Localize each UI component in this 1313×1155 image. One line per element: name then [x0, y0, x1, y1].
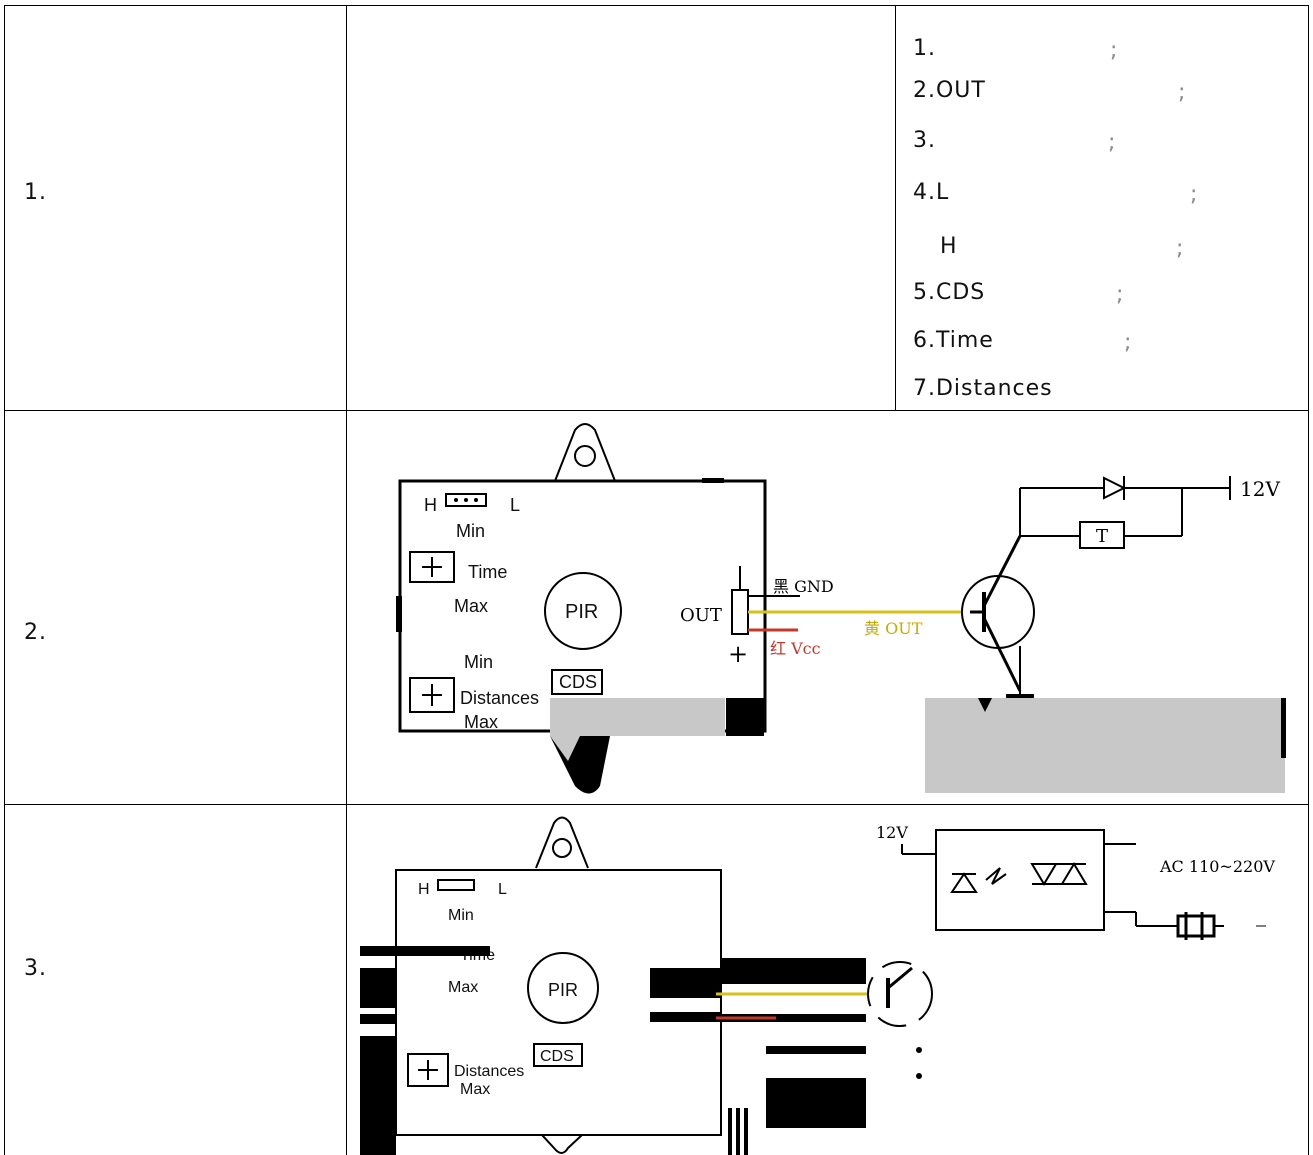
out-label: OUT	[680, 605, 722, 626]
supply-12v-label: 12V	[876, 823, 908, 842]
note-3: 3.	[913, 128, 936, 153]
time-min-label: Min	[456, 521, 485, 541]
supply-12v-label: 12V	[1240, 477, 1280, 501]
note-6: 6.Time	[913, 328, 994, 353]
time-min-label: Min	[448, 907, 474, 924]
vcc-wire-label: 红 Vcc	[770, 639, 821, 658]
distances-max-label: Max	[464, 712, 498, 732]
pir-label: PIR	[548, 980, 578, 1000]
column-divider-1	[346, 5, 347, 1155]
jumper-h-label: H	[424, 495, 437, 515]
note-6-sep: ;	[1124, 330, 1133, 355]
led-icon	[950, 872, 978, 893]
note-3-sep: ;	[1108, 130, 1117, 155]
ac-label: AC 110~220V	[1159, 857, 1275, 876]
plus-label: +	[728, 640, 748, 668]
note-h: H	[940, 234, 958, 259]
load-icon	[1176, 914, 1216, 938]
table-border-left	[4, 5, 5, 1155]
pir-sensor-icon	[544, 572, 622, 650]
note-7: 7.Distances	[913, 376, 1053, 401]
column-divider-2	[895, 5, 896, 410]
table-border-top	[4, 5, 1309, 6]
jumper-h-label: H	[418, 881, 430, 898]
cds-label: CDS	[559, 672, 597, 692]
row-divider-2	[4, 804, 1309, 805]
gnd-wire-label: 黑 GND	[773, 577, 834, 596]
time-max-label: Max	[454, 596, 488, 616]
note-h-sep: ;	[1176, 236, 1185, 261]
note-1: 1.	[913, 36, 936, 61]
distances-max-label: Max	[460, 1081, 490, 1098]
wiring-diagram-relay: H L Min Time Max PIR Min CDS Distances M…	[396, 423, 1286, 794]
relay-t-label: T	[1096, 526, 1108, 547]
cds-sensor-icon	[533, 1043, 583, 1067]
note-2: 2.OUT	[913, 78, 986, 103]
note-4: 4.L	[913, 180, 950, 205]
note-1-sep: ;	[1110, 38, 1119, 63]
distances-label: Distances	[460, 688, 539, 708]
note-5-sep: ;	[1116, 282, 1125, 307]
pir-label: PIR	[565, 601, 598, 623]
cds-sensor-icon	[551, 669, 603, 695]
distances-label: Distances	[454, 1063, 524, 1080]
mount-hole-icon	[574, 445, 596, 467]
transistor-icon	[867, 961, 933, 1027]
jumper-icon	[437, 879, 475, 891]
diode-icon	[1103, 476, 1127, 500]
row-label-1: 1.	[24, 180, 47, 205]
time-label: Time	[468, 562, 507, 582]
table-border-right	[1308, 5, 1309, 1155]
row-divider-1	[4, 410, 1309, 411]
output-connector	[731, 589, 749, 635]
mount-hole-icon	[552, 838, 572, 858]
wiring-diagram-ssr: H L Min Time Max PIR CDS Distances Max 1…	[360, 816, 1275, 1155]
jumper-l-label: L	[498, 881, 507, 898]
note-5: 5.CDS	[913, 280, 986, 305]
row-label-2: 2.	[24, 620, 47, 645]
time-max-label: Max	[448, 979, 478, 996]
distances-min-label: Min	[464, 652, 493, 672]
cds-label: CDS	[540, 1048, 574, 1065]
jumper-l-label: L	[510, 495, 520, 515]
row-label-3: 3.	[24, 956, 47, 981]
note-4-sep: ;	[1190, 182, 1199, 207]
light-icon	[985, 867, 1007, 885]
pir-sensor-icon	[527, 952, 599, 1024]
note-2-sep: ;	[1178, 80, 1187, 105]
out-wire-label: 黄 OUT	[864, 619, 923, 638]
